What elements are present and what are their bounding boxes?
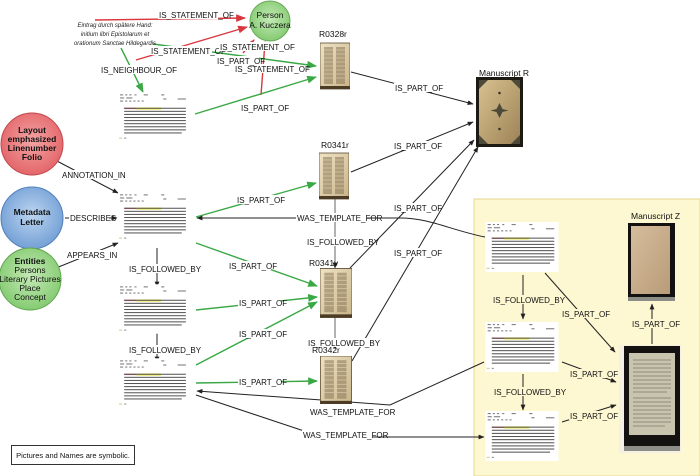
- folio-r0342r[interactable]: R0342r: [312, 345, 352, 404]
- manuscript-z-label: Manuscript Z: [631, 211, 680, 221]
- label-partof-r0341r-msr: IS_PART_OF: [394, 142, 442, 151]
- edge-zdoc1-template-doc2: [196, 215, 486, 238]
- label-partof-doc4-r0341v: IS_PART_OF: [239, 330, 287, 339]
- edge-doc1-partof-r0328r: [194, 75, 317, 115]
- folio-r0328r[interactable]: R0328r: [319, 29, 350, 90]
- layout-node[interactable]: Layout emphasized Linenumber Folio: [0, 112, 64, 176]
- transcription-doc-3[interactable]: [118, 284, 190, 334]
- entities-label-line-3: Literary Pictures: [0, 274, 61, 284]
- label-statement-4: IS_STATEMENT_OF: [235, 65, 310, 74]
- label-statement-2: IS_STATEMENT_OF: [151, 47, 226, 56]
- label-statement-3: IS_STATEMENT_OF: [220, 43, 295, 52]
- label-followed-r0341r-r0341v: IS_FOLLOWED_BY: [307, 238, 380, 247]
- folio-r0341r[interactable]: R0341r: [319, 140, 349, 200]
- annotation-note[interactable]: Eintrag durch spätere Hand: initium libr…: [74, 23, 156, 47]
- layout-label-line-1: Layout: [18, 125, 46, 135]
- label-partof-r0328r-msr: IS_PART_OF: [395, 84, 443, 93]
- label-partof-r0341v-msr: IS_PART_OF: [394, 204, 442, 213]
- transcription-doc-2[interactable]: [118, 192, 190, 242]
- label-appears-in: APPEARS_IN: [67, 251, 117, 260]
- label-statement-1: IS_STATEMENT_OF: [159, 11, 234, 20]
- label-partof-doc3-r0341v: IS_PART_OF: [239, 299, 287, 308]
- label-z-partof-page: IS_PART_OF: [632, 320, 680, 329]
- label-partof-doc2-r0341v: IS_PART_OF: [229, 262, 277, 271]
- edge-zdoc2-template-doc4: [196, 361, 485, 406]
- legend-text: Pictures and Names are symbolic.: [16, 450, 130, 460]
- entities-label-line-1: Entities: [15, 256, 46, 266]
- entities-label-line-2: Persons: [14, 265, 45, 275]
- annotation-note-line-2: initium libri Epistolarum et: [81, 32, 150, 38]
- manuscript-r[interactable]: Manuscript R: [476, 68, 529, 147]
- layout-label-line-3: Linenumber: [8, 143, 57, 153]
- folio-r0328r-label: R0328r: [319, 29, 347, 39]
- layout-label-line-4: Folio: [22, 152, 42, 162]
- label-neighbour: IS_NEIGHBOUR_OF: [101, 66, 177, 75]
- label-followed-r0341v-r0342r: IS_FOLLOWED_BY: [308, 339, 381, 348]
- annotation-note-line-1: Eintrag durch spätere Hand:: [77, 23, 152, 29]
- person-node[interactable]: Person A. Kuczera: [249, 0, 291, 42]
- metadata-node[interactable]: Metadata Letter: [0, 186, 64, 250]
- folio-r0341v[interactable]: R0341v: [309, 258, 352, 318]
- label-partof-doc2-r0341r: IS_PART_OF: [237, 196, 285, 205]
- label-template-1: WAS_TEMPLATE_FOR: [297, 214, 383, 223]
- label-z-partof-doc1: IS_PART_OF: [562, 310, 610, 319]
- label-z-followed-1: IS_FOLLOWED_BY: [493, 296, 566, 305]
- label-followed-doc2-doc3: IS_FOLLOWED_BY: [129, 265, 202, 274]
- z-transcription-doc-3[interactable]: [485, 411, 559, 461]
- manuscript-z[interactable]: Manuscript Z: [628, 211, 680, 301]
- label-template-2: WAS_TEMPLATE_FOR: [310, 408, 396, 417]
- label-partof-note: IS_PART_OF: [217, 57, 265, 66]
- metadata-label-line-2: Letter: [20, 217, 44, 227]
- manuscript-r-label: Manuscript R: [479, 68, 529, 78]
- manuscript-z-page[interactable]: [619, 345, 681, 453]
- entities-label-line-5: Concept: [14, 292, 46, 302]
- folio-r0341r-label: R0341r: [321, 140, 349, 150]
- label-annotation-in: ANNOTATION_IN: [62, 171, 126, 180]
- label-z-partof-doc2: IS_PART_OF: [570, 370, 618, 379]
- transcription-doc-4[interactable]: [118, 358, 190, 408]
- label-partof-doc1: IS_PART_OF: [241, 104, 289, 113]
- label-z-followed-2: IS_FOLLOWED_BY: [494, 388, 567, 397]
- entities-label-line-4: Place: [19, 283, 41, 293]
- label-partof-doc4-r0342r: IS_PART_OF: [239, 378, 287, 387]
- label-z-partof-doc3: IS_PART_OF: [570, 412, 618, 421]
- edge-labels: IS_STATEMENT_OF IS_STATEMENT_OF IS_STATE…: [61, 10, 680, 440]
- layout-label-line-2: emphasized: [8, 134, 57, 144]
- z-transcription-doc-2[interactable]: [485, 322, 559, 372]
- person-label-line-2: A. Kuczera: [249, 20, 291, 30]
- metadata-label-line-1: Metadata: [14, 207, 51, 217]
- transcription-doc-1[interactable]: [118, 92, 190, 142]
- z-transcription-doc-1[interactable]: [485, 222, 559, 272]
- folio-r0342r-label: R0342r: [312, 345, 340, 355]
- entities-node[interactable]: Entities Persons Literary Pictures Place…: [0, 247, 62, 311]
- person-label-line-1: Person: [257, 10, 284, 20]
- annotation-note-line-3: orationum Sanctae Hildegardis: [74, 41, 156, 47]
- label-partof-r0342r-msr: IS_PART_OF: [394, 249, 442, 258]
- label-template-3: WAS_TEMPLATE_FOR: [303, 431, 389, 440]
- legend-note: Pictures and Names are symbolic.: [11, 445, 135, 465]
- label-describes: DESCRIBES: [70, 214, 116, 223]
- label-followed-doc3-doc4: IS_FOLLOWED_BY: [129, 346, 202, 355]
- folio-r0341v-label: R0341v: [309, 258, 339, 268]
